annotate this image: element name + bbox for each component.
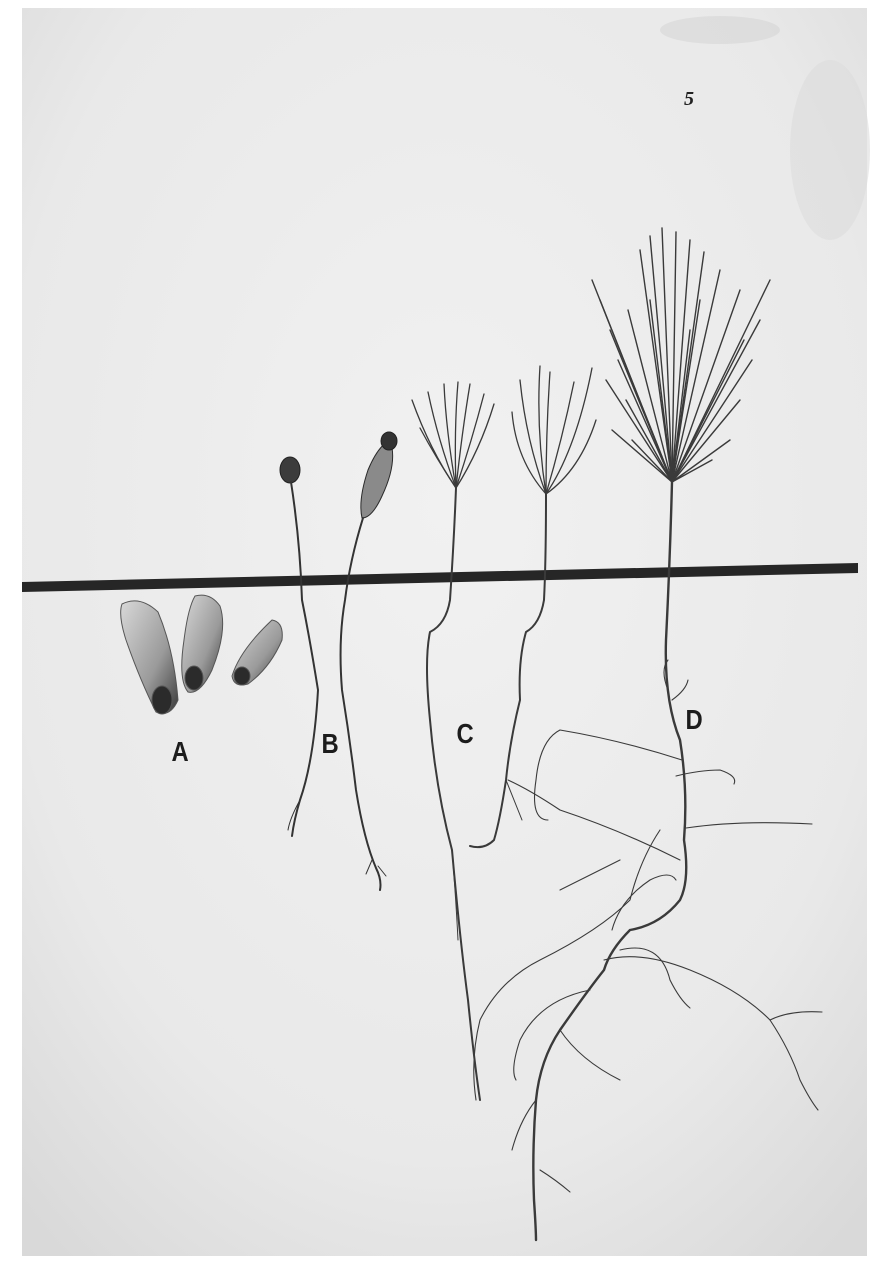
paper-stain	[660, 16, 780, 44]
label-b: B	[322, 730, 339, 758]
page-number: 5	[684, 88, 694, 111]
label-c: C	[457, 720, 474, 748]
label-a: A	[172, 738, 189, 766]
paper-stain	[790, 60, 870, 240]
label-d: D	[686, 706, 703, 734]
